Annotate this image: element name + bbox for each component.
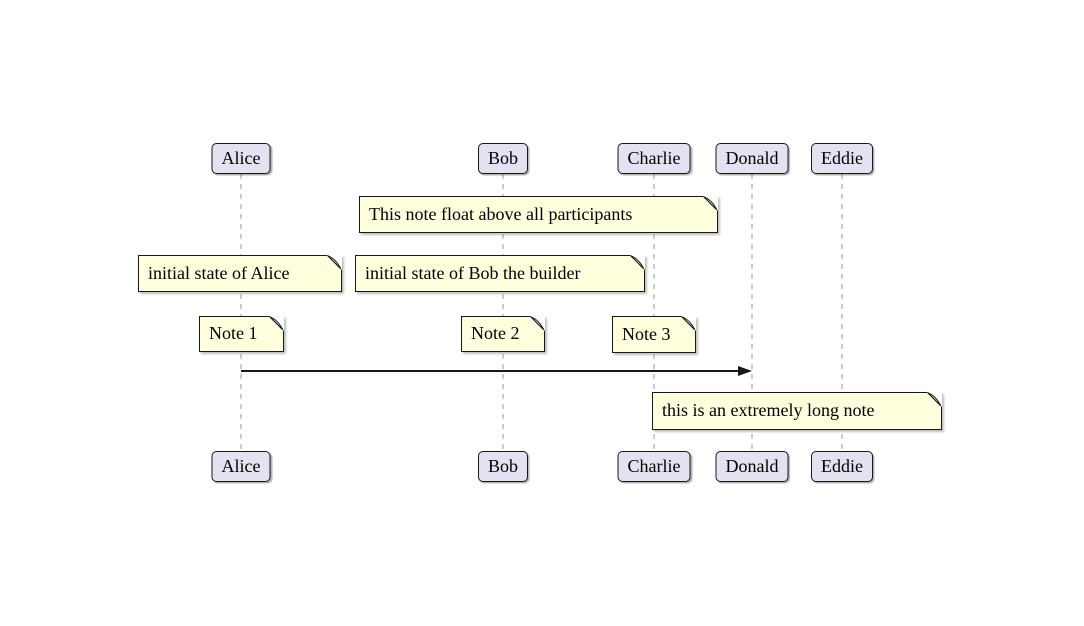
participant-box-bob-top: Bob <box>477 143 529 174</box>
participant-box-charlie-top: Charlie <box>617 143 691 174</box>
note-text: initial state of Bob the builder <box>365 262 581 283</box>
participant-box-alice-bottom: Alice <box>211 451 271 482</box>
note-fold-corner-icon <box>703 196 718 211</box>
note-text: this is an extremely long note <box>662 400 875 420</box>
note-2: Note 2 <box>461 316 545 352</box>
note-fold-corner-icon <box>681 316 696 331</box>
participant-box-alice-top: Alice <box>211 143 271 174</box>
participant-box-charlie-bottom: Charlie <box>617 451 691 482</box>
lifeline-alice <box>240 174 242 451</box>
participant-box-bob-bottom: Bob <box>477 451 529 482</box>
note-extremely-long: this is an extremely long note <box>652 392 942 430</box>
lifeline-eddie <box>841 174 843 451</box>
participant-label: Alice <box>221 148 261 168</box>
participant-label: Charlie <box>627 148 681 168</box>
participant-label: Alice <box>221 456 261 476</box>
participant-label: Donald <box>725 456 779 476</box>
note-text: Note 2 <box>471 323 520 343</box>
participant-label: Eddie <box>821 456 863 476</box>
participant-label: Bob <box>487 148 519 168</box>
participant-box-donald-top: Donald <box>715 143 789 174</box>
note-fold-corner-icon <box>630 255 645 270</box>
note-1: Note 1 <box>199 316 284 352</box>
message-arrow-alice-to-donald <box>241 366 752 376</box>
participant-label: Bob <box>487 456 519 476</box>
note-fold-corner-icon <box>327 255 342 270</box>
participant-label: Charlie <box>627 456 681 476</box>
note-text: Note 3 <box>622 323 671 344</box>
lifeline-bob <box>502 174 504 451</box>
participant-box-eddie-bottom: Eddie <box>811 451 873 482</box>
participant-label: Eddie <box>821 148 863 168</box>
note-3: Note 3 <box>612 316 696 353</box>
lifeline-charlie <box>653 174 655 451</box>
participant-label: Donald <box>725 148 779 168</box>
note-text: This note float above all participants <box>369 203 633 224</box>
note-text: Note 1 <box>209 323 258 343</box>
arrow-line <box>241 370 745 372</box>
note-fold-corner-icon <box>530 316 545 331</box>
note-initial-state-alice: initial state of Alice <box>138 255 342 292</box>
arrowhead-icon <box>738 366 752 376</box>
participant-box-eddie-top: Eddie <box>811 143 873 174</box>
participant-box-donald-bottom: Donald <box>715 451 789 482</box>
note-fold-corner-icon <box>269 316 284 331</box>
lifeline-donald <box>751 174 753 451</box>
note-initial-state-bob: initial state of Bob the builder <box>355 255 645 292</box>
note-fold-corner-icon <box>927 392 942 407</box>
note-float-above-participants: This note float above all participants <box>359 196 718 233</box>
note-text: initial state of Alice <box>148 262 290 283</box>
